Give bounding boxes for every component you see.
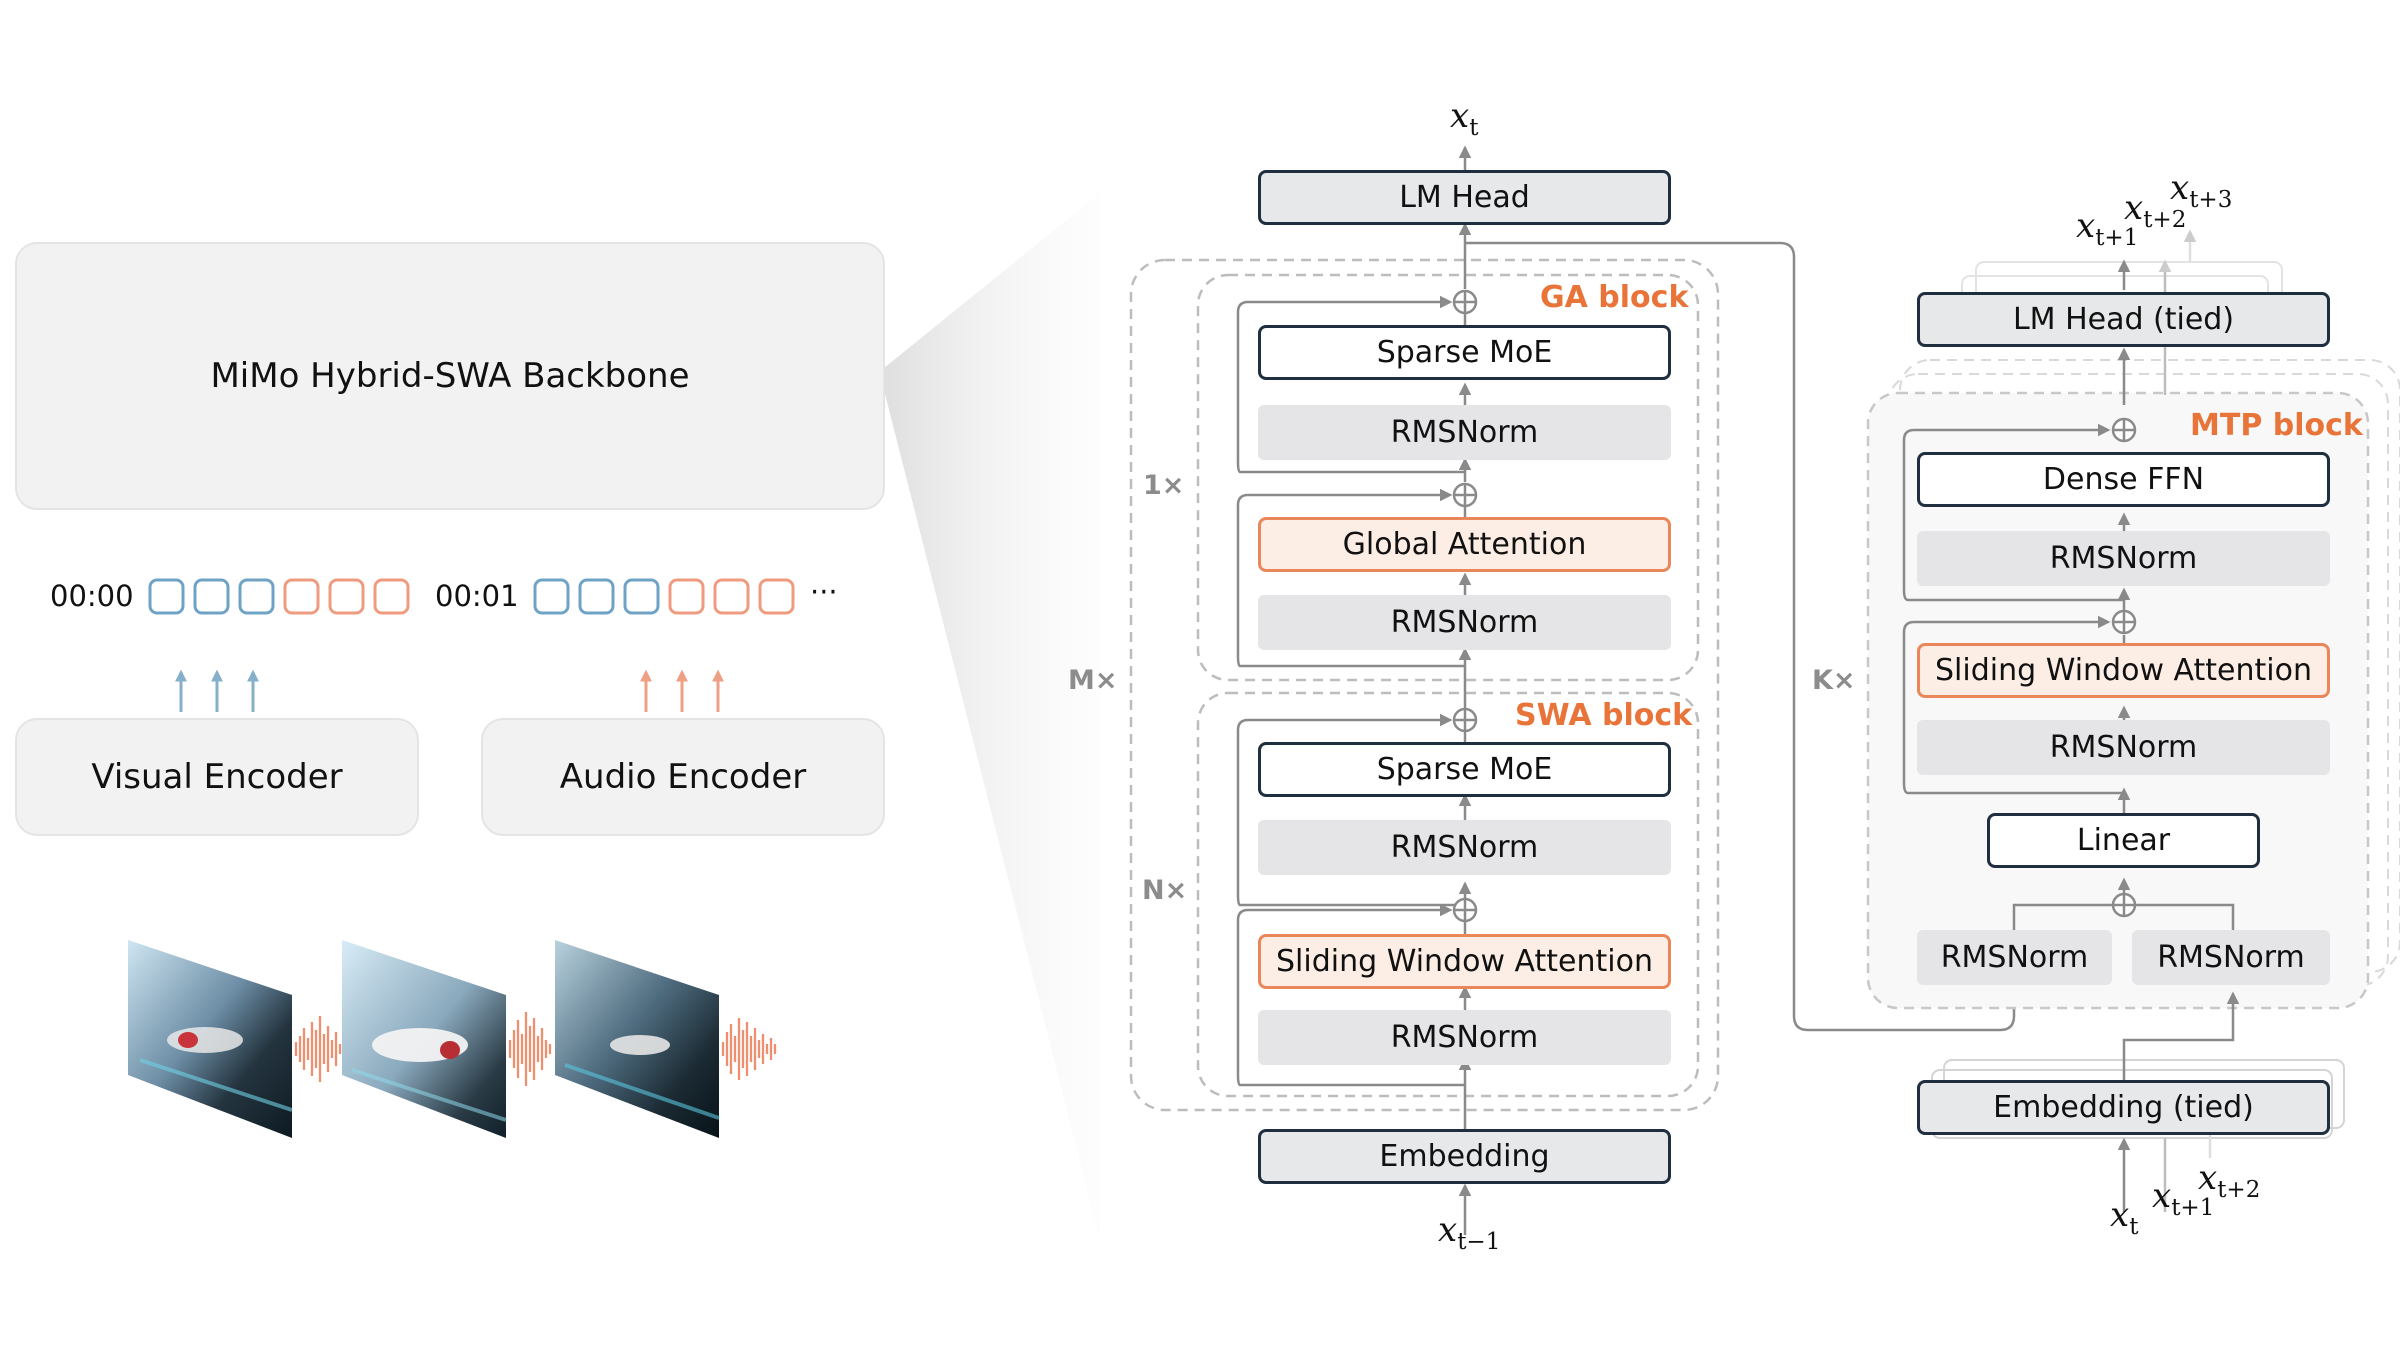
mtp-rmsnorm-right: RMSNorm <box>2132 930 2330 985</box>
main-input-token: xt−1 <box>1438 1210 1501 1255</box>
swa-sliding-window-attention: Sliding Window Attention <box>1258 934 1671 989</box>
ga-rmsnorm-top: RMSNorm <box>1258 405 1671 460</box>
backbone-panel: MiMo Hybrid-SWA Backbone <box>15 242 885 510</box>
swa-block-title: SWA block <box>1515 698 1693 733</box>
ga-rmsnorm-bottom: RMSNorm <box>1258 595 1671 650</box>
timestamp-0: 00:00 <box>50 579 134 613</box>
video-frame-2 <box>342 940 507 1138</box>
embedding: Embedding <box>1258 1129 1671 1184</box>
mtp-embedding: Embedding (tied) <box>1917 1080 2330 1135</box>
token-sequence <box>148 578 795 615</box>
outer-multiplier: M× <box>1068 665 1118 696</box>
zoom-wedge <box>884 193 1100 1240</box>
swa-multiplier: N× <box>1142 875 1188 906</box>
mtp-output-token-3: xt+3 <box>2170 168 2233 213</box>
mtp-output-token-2: xt+2 <box>2124 188 2187 233</box>
ga-global-attention: Global Attention <box>1258 517 1671 572</box>
swa-block-container <box>1196 691 1700 1098</box>
ellipsis: ··· <box>810 575 838 609</box>
outer-repeat-container <box>1129 258 1720 1112</box>
mtp-input-token-1: xt <box>2110 1195 2139 1240</box>
video-frame-1 <box>128 940 293 1138</box>
ga-multiplier: 1× <box>1143 470 1185 501</box>
audio-encoder: Audio Encoder <box>481 718 885 836</box>
mtp-input-token-3: xt+2 <box>2198 1158 2261 1203</box>
mtp-output-token-1: xt+1 <box>2076 206 2139 251</box>
ga-block-container <box>1196 273 1700 682</box>
ga-block-title: GA block <box>1540 280 1689 315</box>
mtp-lm-head: LM Head (tied) <box>1917 292 2330 347</box>
mtp-rmsnorm-bottom: RMSNorm <box>1917 720 2330 775</box>
swa-rmsnorm-top: RMSNorm <box>1258 820 1671 875</box>
video-frame-3 <box>555 940 720 1138</box>
mtp-multiplier: K× <box>1812 665 1856 696</box>
mtp-linear: Linear <box>1987 813 2260 868</box>
mtp-rmsnorm-top: RMSNorm <box>1917 531 2330 586</box>
mtp-input-token-2: xt+1 <box>2152 1176 2215 1221</box>
timestamp-1: 00:01 <box>435 579 519 613</box>
mtp-sliding-window-attention: Sliding Window Attention <box>1917 643 2330 698</box>
main-output-token: xt <box>1450 96 1479 141</box>
ga-sparse-moe: Sparse MoE <box>1258 325 1671 380</box>
swa-sparse-moe: Sparse MoE <box>1258 742 1671 797</box>
swa-rmsnorm-bottom: RMSNorm <box>1258 1010 1671 1065</box>
lm-head: LM Head <box>1258 170 1671 225</box>
mtp-dense-ffn: Dense FFN <box>1917 452 2330 507</box>
visual-encoder: Visual Encoder <box>15 718 419 836</box>
audio-waveforms <box>294 1012 777 1086</box>
mtp-block-title: MTP block <box>2190 408 2363 443</box>
mtp-rmsnorm-left: RMSNorm <box>1917 930 2112 985</box>
